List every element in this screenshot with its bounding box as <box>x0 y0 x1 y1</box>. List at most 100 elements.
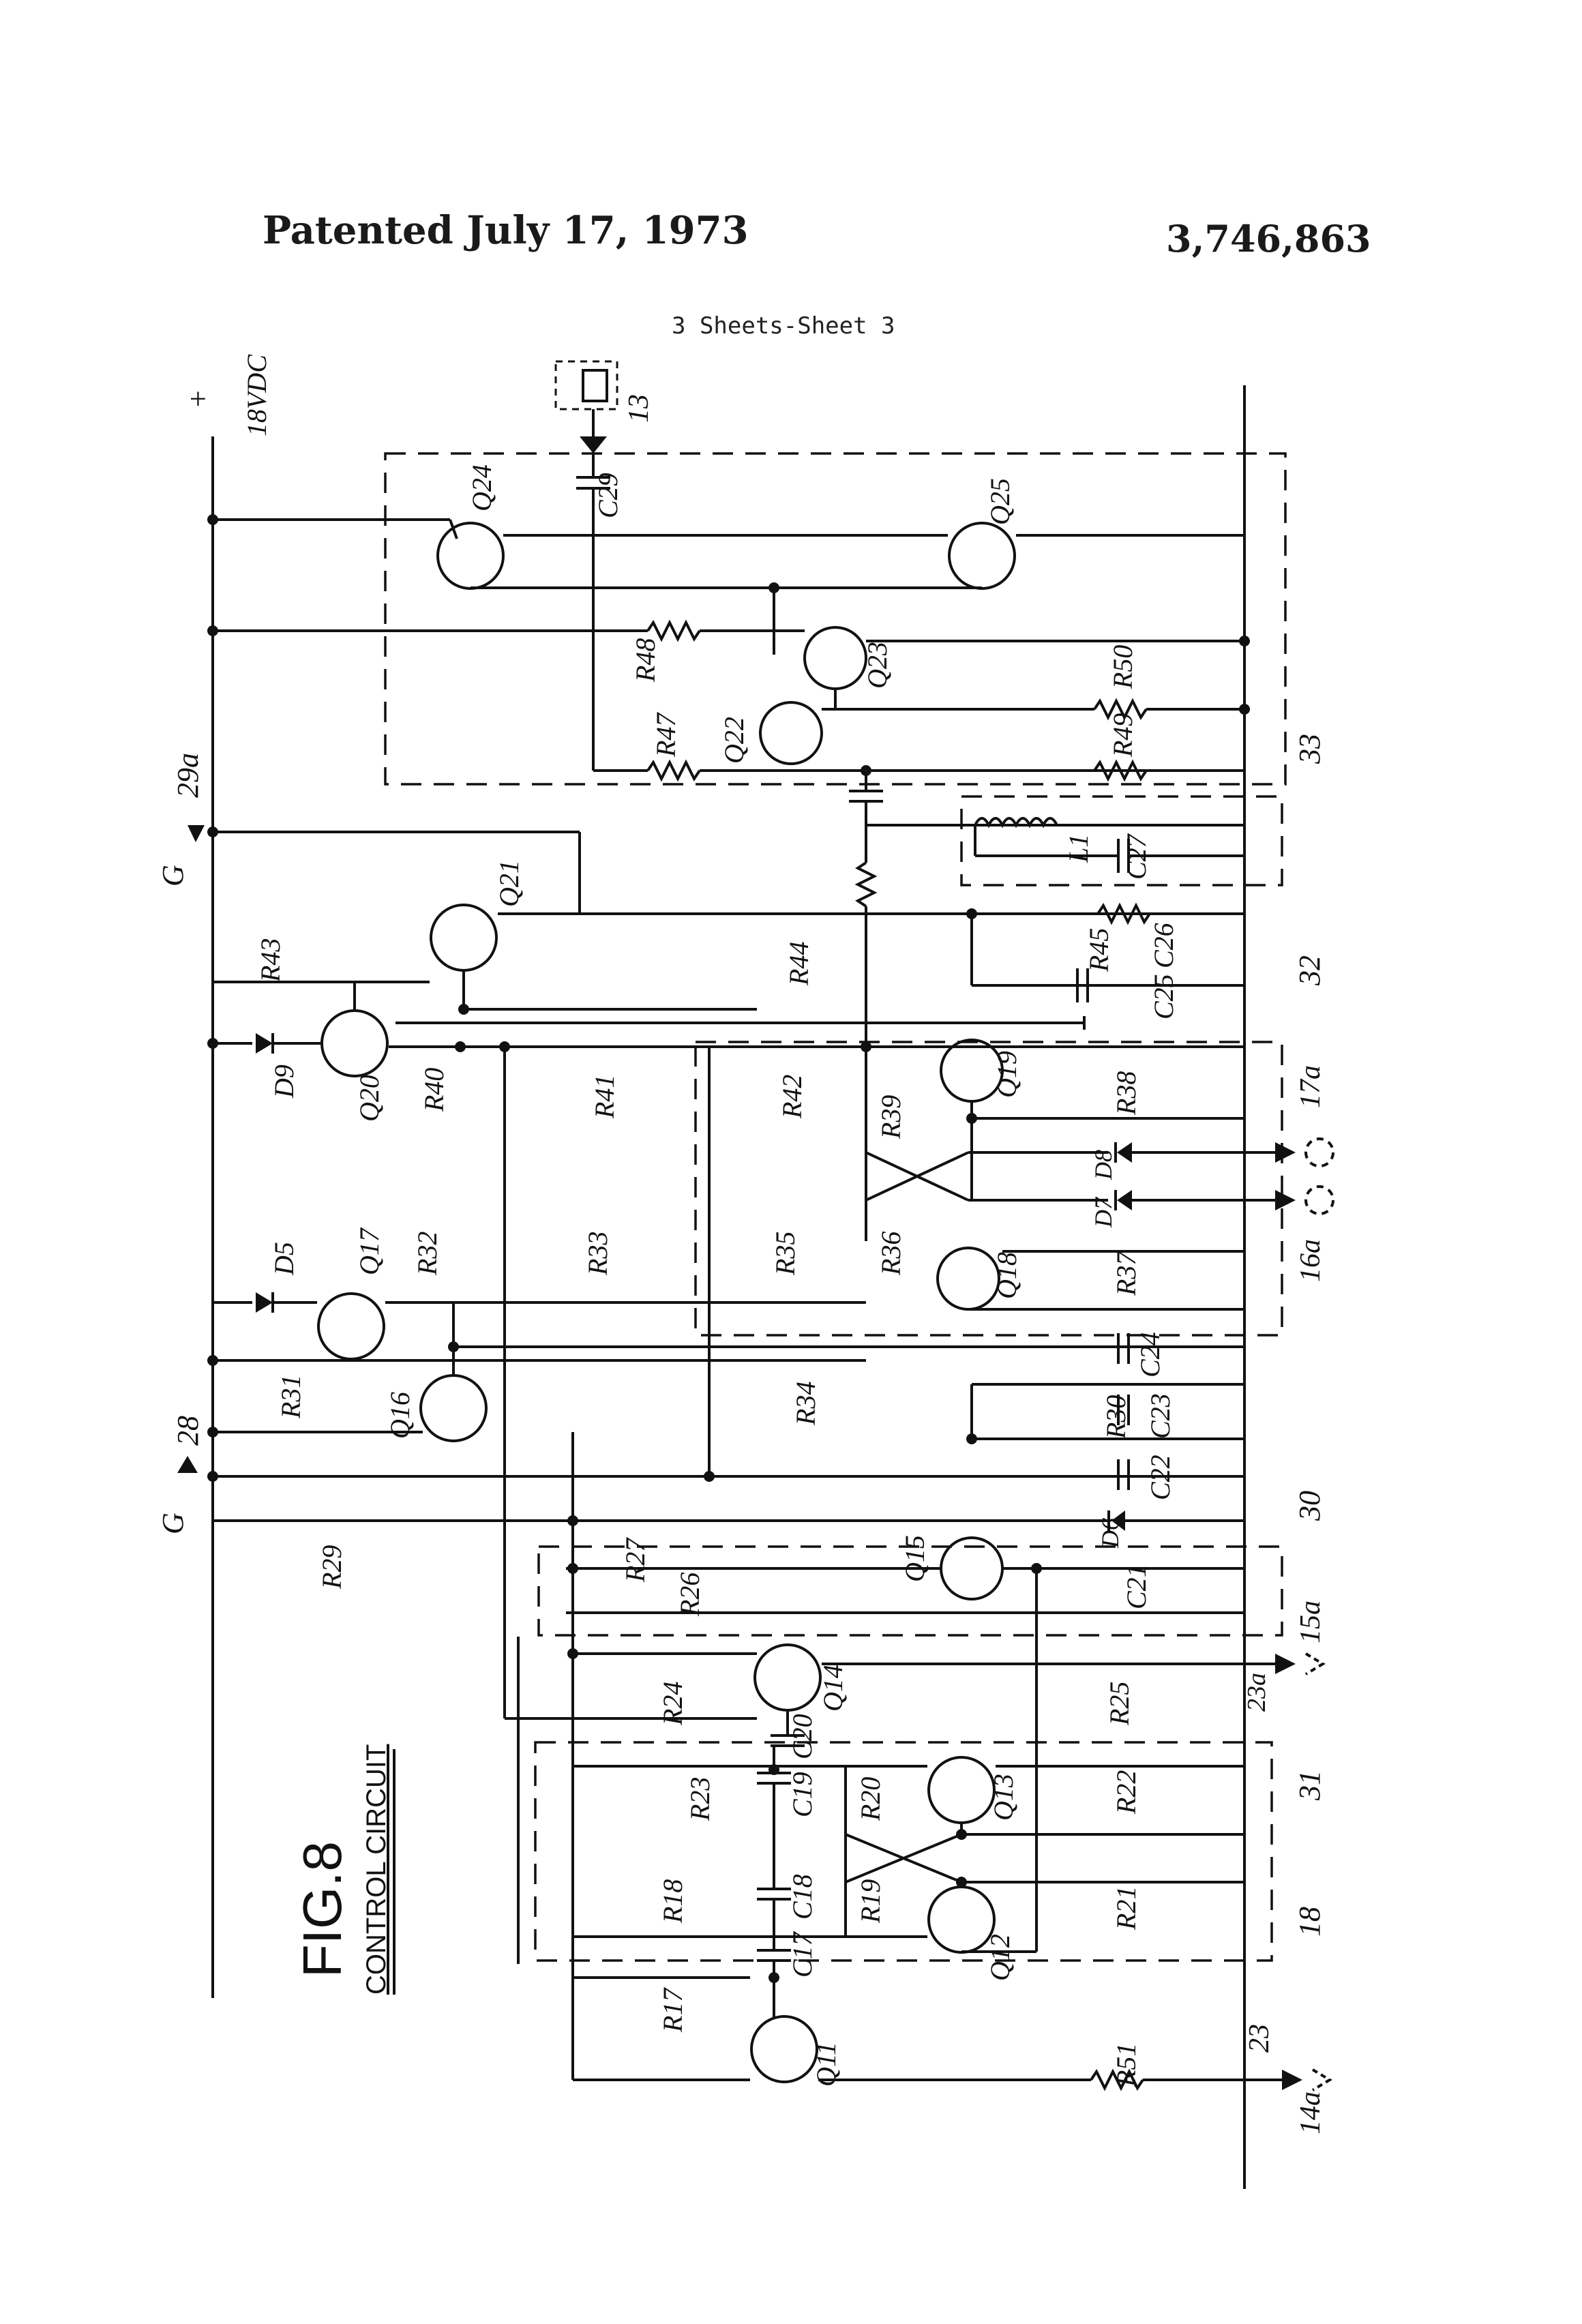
svg-text:Q21: Q21 <box>494 860 524 907</box>
svg-text:Q19: Q19 <box>991 1051 1022 1098</box>
terminal-23a: 23a <box>1242 1673 1271 1712</box>
svg-text:R24: R24 <box>657 1682 688 1726</box>
svg-text:Q12: Q12 <box>985 1934 1015 1981</box>
block-32-label: 32 <box>1293 955 1326 986</box>
svg-text:R32: R32 <box>412 1232 443 1276</box>
relay-ref-13: 13 <box>623 394 655 423</box>
svg-text:R39: R39 <box>876 1095 906 1139</box>
svg-text:R49: R49 <box>1107 713 1138 758</box>
relay-coil <box>582 369 608 402</box>
ground-bottom-label: G <box>156 1513 190 1534</box>
terminal-23: 23 <box>1244 2024 1275 2053</box>
svg-text:D9: D9 <box>269 1064 299 1099</box>
supply-voltage-label: 18VDC <box>241 354 272 436</box>
inductor-L1 <box>974 817 1058 829</box>
svg-text:R25: R25 <box>1104 1682 1135 1726</box>
svg-text:R34: R34 <box>790 1382 821 1426</box>
ground-bottom-ref: 28 <box>171 1416 205 1446</box>
svg-text:C27: C27 <box>1121 833 1152 880</box>
svg-text:R41: R41 <box>589 1075 620 1119</box>
svg-text:R43: R43 <box>255 938 286 983</box>
svg-text:C25: C25 <box>1148 974 1179 1019</box>
transistor-Q23 <box>803 626 867 690</box>
svg-text:Q23: Q23 <box>862 642 893 689</box>
svg-text:Q24: Q24 <box>466 464 497 511</box>
svg-text:Q22: Q22 <box>719 717 749 764</box>
svg-text:R44: R44 <box>783 942 814 986</box>
svg-text:R21: R21 <box>1111 1886 1141 1931</box>
svg-text:R47: R47 <box>651 712 681 758</box>
svg-text:R23: R23 <box>685 1777 715 1821</box>
svg-text:C19: C19 <box>787 1772 818 1817</box>
svg-text:D6: D6 <box>1096 1518 1124 1549</box>
supply-plus: + <box>181 389 215 409</box>
terminal-17a: 17a <box>1295 1065 1326 1108</box>
sheet-count: 3 Sheets-Sheet 3 <box>672 312 895 340</box>
svg-text:R36: R36 <box>876 1232 906 1276</box>
svg-text:R31: R31 <box>275 1375 306 1419</box>
svg-text:R48: R48 <box>630 638 661 683</box>
svg-text:C22: C22 <box>1145 1455 1176 1500</box>
block-31-18-flipflop <box>534 1741 1273 1962</box>
transistor-Q13 <box>927 1756 996 1824</box>
block-18-label: 18 <box>1293 1907 1326 1937</box>
ground-top-ref: 29a <box>171 753 205 798</box>
svg-text:C26: C26 <box>1148 923 1179 968</box>
transistor-Q14 <box>753 1643 822 1712</box>
block-31-label: 31 <box>1293 1770 1326 1801</box>
svg-text:R20: R20 <box>855 1777 886 1821</box>
transistor-Q18 <box>936 1247 1000 1311</box>
svg-text:Q17: Q17 <box>354 1227 385 1275</box>
figure-label: FIG.8 <box>292 1841 353 1978</box>
svg-text:R35: R35 <box>770 1232 801 1276</box>
svg-text:R37: R37 <box>1111 1251 1141 1296</box>
block-32-timer <box>694 1041 1283 1337</box>
figure-caption: CONTROL CIRCUIT <box>361 1744 391 1995</box>
svg-text:R45: R45 <box>1084 928 1114 972</box>
svg-text:D7: D7 <box>1090 1196 1117 1228</box>
svg-text:C21: C21 <box>1121 1564 1152 1609</box>
terminal-15a: 15a <box>1295 1600 1326 1643</box>
block-l1-c27 <box>960 795 1283 887</box>
svg-text:R51: R51 <box>1111 2043 1141 2087</box>
block-33-output <box>384 452 1287 786</box>
transistor-Q22 <box>759 701 823 765</box>
svg-text:R29: R29 <box>316 1545 347 1590</box>
patent-number: 3,746,863 <box>1166 217 1371 260</box>
svg-text:Q20: Q20 <box>354 1075 385 1122</box>
svg-text:R38: R38 <box>1111 1071 1141 1116</box>
transistor-Q16 <box>419 1374 488 1442</box>
svg-text:R33: R33 <box>582 1232 613 1276</box>
transistor-Q21 <box>430 904 498 972</box>
svg-text:D5: D5 <box>269 1242 299 1276</box>
ground-top-label: G <box>156 865 190 887</box>
terminal-16a: 16a <box>1295 1239 1326 1282</box>
svg-text:R40: R40 <box>419 1068 449 1112</box>
transistor-Q11 <box>750 2015 818 2083</box>
svg-text:R26: R26 <box>674 1573 705 1617</box>
svg-text:R18: R18 <box>657 1879 688 1924</box>
svg-text:R30: R30 <box>1101 1395 1131 1440</box>
transistor-Q24 <box>436 522 505 590</box>
svg-text:C24: C24 <box>1135 1332 1165 1377</box>
transistor-Q20 <box>320 1009 389 1077</box>
block-30 <box>537 1545 1283 1637</box>
svg-text:R42: R42 <box>777 1075 807 1119</box>
svg-text:R27: R27 <box>620 1537 651 1583</box>
svg-text:C20: C20 <box>787 1714 818 1759</box>
svg-text:C18: C18 <box>787 1874 818 1920</box>
svg-text:L1: L1 <box>1063 834 1094 863</box>
svg-text:Q25: Q25 <box>985 478 1015 525</box>
svg-text:C17: C17 <box>787 1931 818 1978</box>
block-33-label: 33 <box>1293 734 1326 764</box>
component-labels: C29 Q24 Q25 R48 Q23 R50 Q22 R47 R49 L1 C… <box>255 464 1179 2087</box>
svg-text:Q14: Q14 <box>818 1665 848 1712</box>
svg-text:R50: R50 <box>1107 645 1138 689</box>
svg-text:C29: C29 <box>593 473 623 518</box>
svg-text:C23: C23 <box>1145 1393 1176 1439</box>
transistor-Q25 <box>948 522 1016 590</box>
svg-text:Q11: Q11 <box>811 2042 841 2087</box>
svg-text:Q16: Q16 <box>385 1392 415 1439</box>
terminal-14a: 14a <box>1295 2091 1326 2134</box>
